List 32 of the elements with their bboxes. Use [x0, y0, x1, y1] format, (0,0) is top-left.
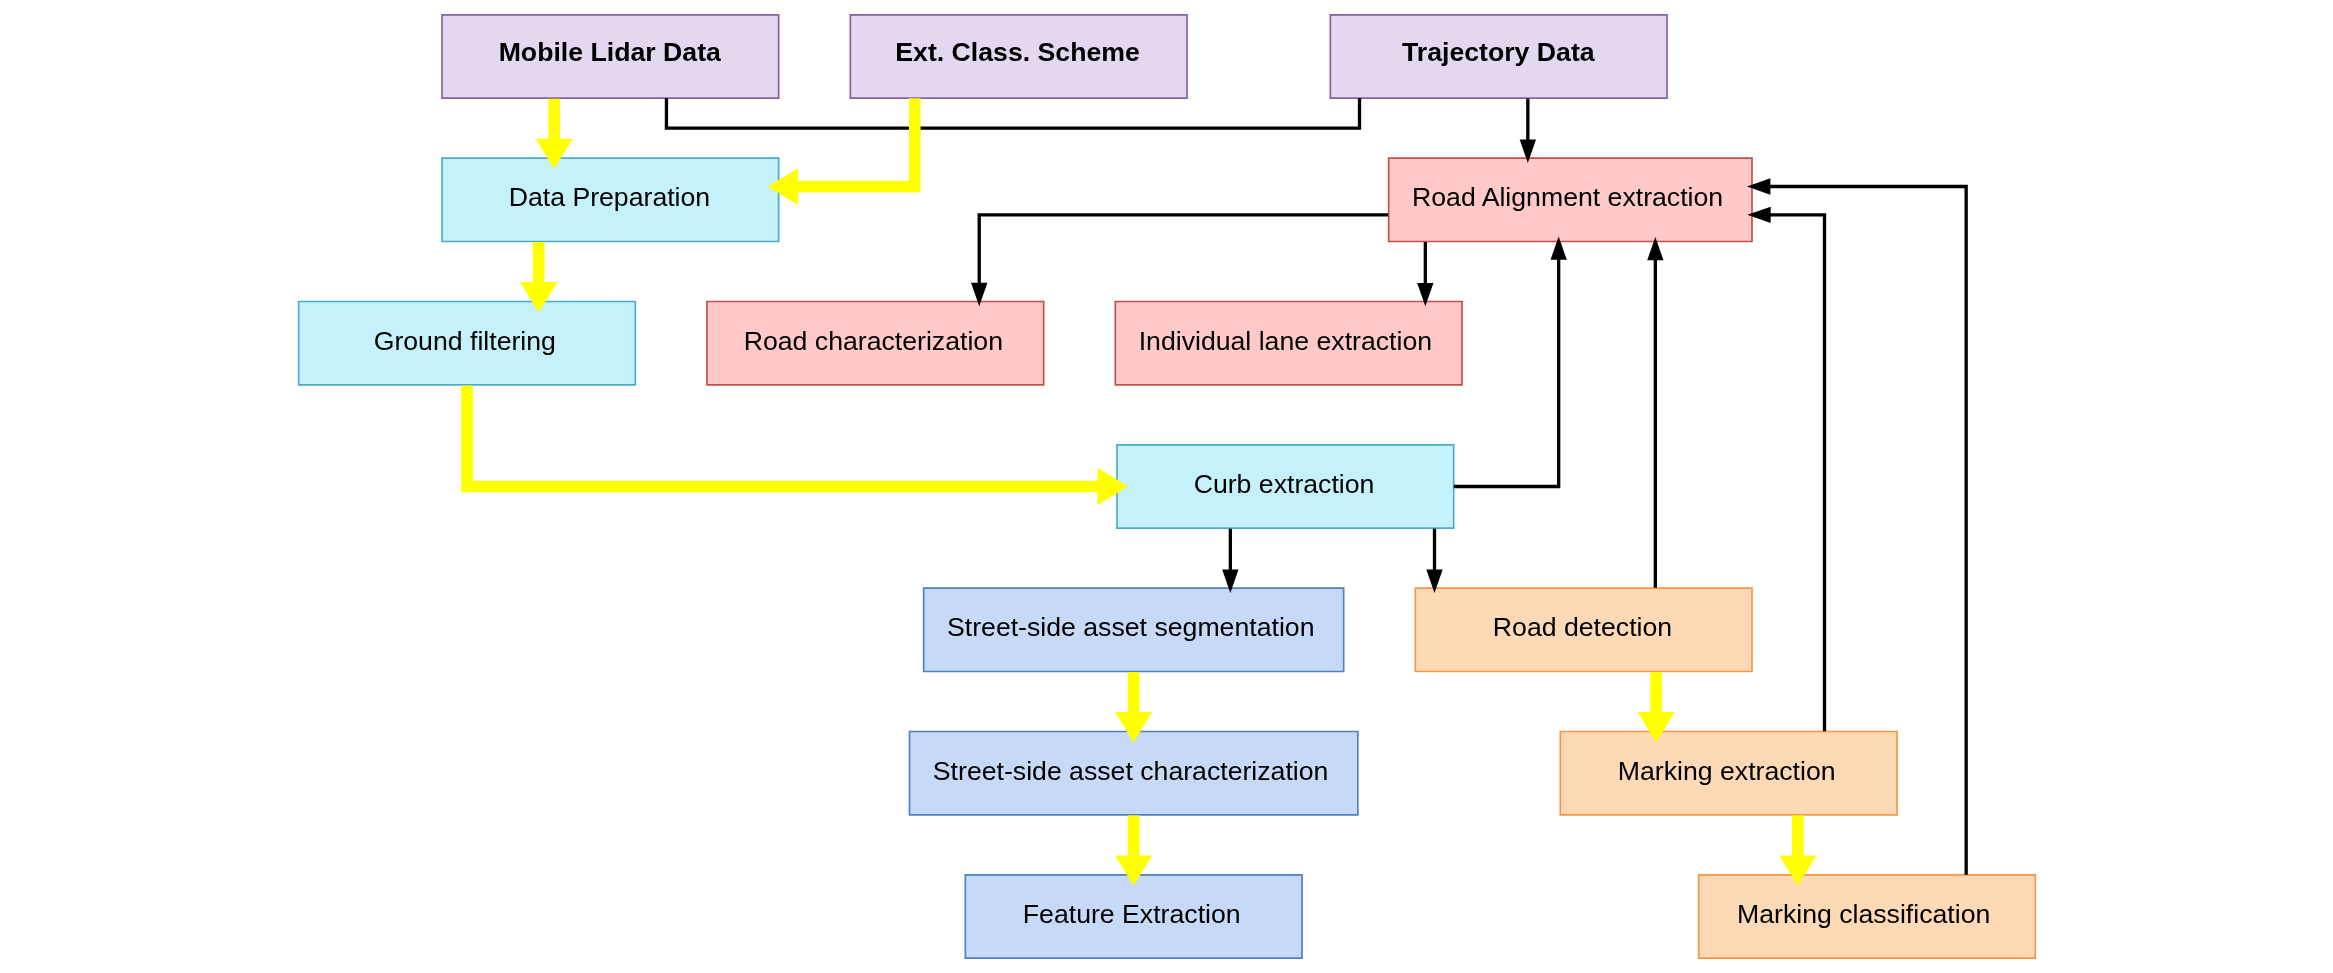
node-box: Data Preparation — [440, 157, 779, 243]
arrow — [1221, 528, 1238, 593]
node-box: Feature Extraction — [964, 874, 1303, 959]
node-box: Street-side asset segmentation — [922, 587, 1344, 673]
arrow — [1746, 206, 1826, 732]
arrow — [1453, 236, 1567, 489]
node-box: Marking extraction — [1559, 730, 1898, 816]
node-box: Individual lane extraction — [1114, 300, 1463, 386]
arrow — [1114, 672, 1152, 743]
arrow — [1425, 528, 1443, 593]
node-box: Street-side asset characterization — [908, 730, 1359, 816]
arrow — [1746, 178, 1968, 875]
arrow — [535, 98, 573, 170]
node-box: Ext. Class. Scheme — [849, 14, 1188, 99]
arrow — [970, 213, 1388, 307]
arrow — [1416, 242, 1433, 307]
arrow — [519, 242, 557, 313]
node-box: Mobile Lidar Data — [440, 14, 779, 99]
node-box: Road characterization — [705, 300, 1044, 386]
arrow — [460, 385, 1128, 506]
arrow — [1519, 98, 1536, 163]
node-box: Road Alignment extraction — [1387, 157, 1753, 243]
node-box: Marking classification — [1697, 874, 2036, 959]
arrow — [1778, 815, 1816, 886]
arrow — [767, 98, 921, 206]
arrow — [1114, 815, 1152, 886]
arrow — [1637, 672, 1675, 743]
node-box: Ground filtering — [297, 300, 636, 386]
node-box: Road detection — [1414, 587, 1753, 673]
node-box: Curb extraction — [1115, 444, 1454, 529]
arrow — [1646, 237, 1663, 588]
node-box: Trajectory Data — [1329, 14, 1668, 99]
